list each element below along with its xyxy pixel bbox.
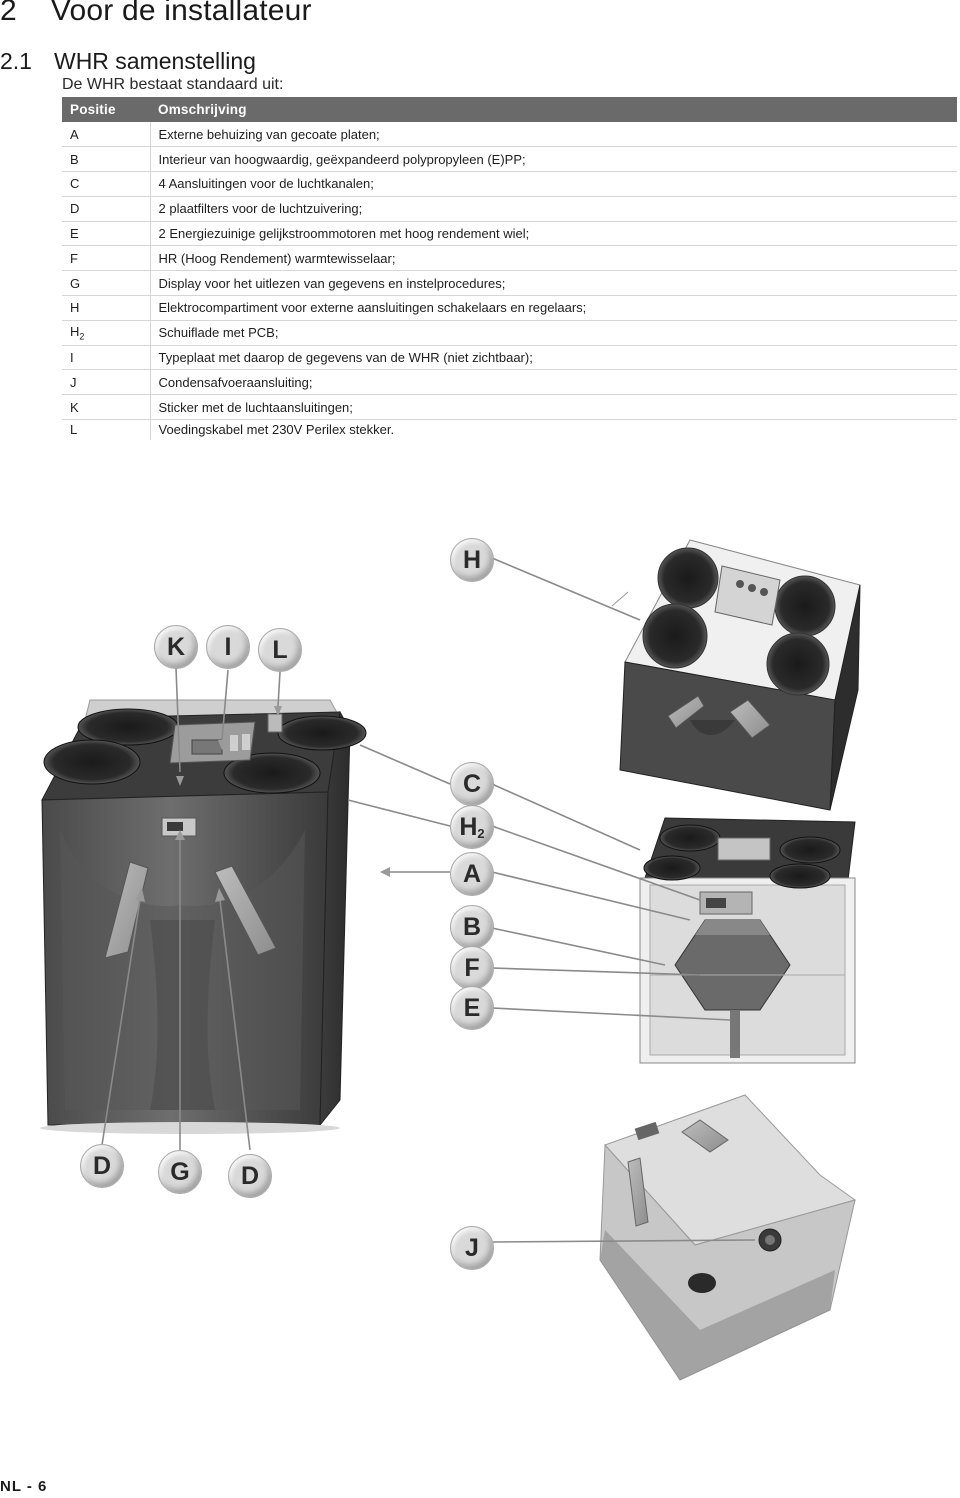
table-row: L Voedingskabel met 230V Perilex stekker. bbox=[62, 419, 957, 440]
callout-H2-letter: H bbox=[459, 812, 478, 841]
table-header-row: Positie Omschrijving bbox=[62, 97, 957, 122]
position-cell: G bbox=[62, 270, 151, 297]
position-letter: H bbox=[70, 323, 80, 339]
description-cell: 2 Energiezuinige gelijkstroommotoren met… bbox=[150, 221, 957, 247]
description-cell: Condensafvoeraansluiting; bbox=[150, 369, 957, 396]
position-cell: C bbox=[62, 171, 151, 197]
description-cell: 2 plaatfilters voor de luchtzuivering; bbox=[150, 196, 957, 222]
description-cell: Externe behuizing van gecoate platen; bbox=[150, 122, 957, 148]
page-footer: NL - 6 bbox=[0, 1478, 48, 1495]
position-cell: I bbox=[62, 345, 151, 371]
position-cell: D bbox=[62, 196, 151, 222]
main-unit bbox=[40, 699, 367, 1134]
position-cell: H bbox=[62, 295, 151, 321]
callout-K: K bbox=[154, 625, 198, 669]
description-cell: Display voor het uitlezen van gegevens e… bbox=[150, 270, 957, 297]
callout-H2-subscript: 2 bbox=[477, 825, 485, 841]
section-title: WHR samenstelling bbox=[53, 48, 256, 74]
callout-F: F bbox=[450, 946, 494, 990]
position-cell: A bbox=[62, 122, 151, 148]
chapter-number: 2 bbox=[0, 0, 17, 27]
position-cell: K bbox=[62, 394, 151, 421]
callout-J: J bbox=[450, 1226, 494, 1270]
top-view-unit bbox=[611, 539, 861, 811]
bottom-view-unit bbox=[599, 1094, 857, 1381]
description-cell: 4 Aansluitingen voor de luchtkanalen; bbox=[150, 171, 957, 197]
callout-D-left: D bbox=[80, 1144, 124, 1188]
description-cell: Interieur van hoogwaardig, geëxpandeerd … bbox=[150, 146, 957, 173]
callout-G: G bbox=[158, 1150, 202, 1194]
column-header-description: Omschrijving bbox=[150, 97, 957, 122]
callout-H: H bbox=[450, 538, 494, 582]
chapter-heading: 2 Voor de installateur bbox=[0, 0, 312, 28]
leader-lines bbox=[101, 557, 756, 1243]
section-heading: 2.1 WHR samenstelling bbox=[0, 48, 256, 75]
description-cell: Voedingskabel met 230V Perilex stekker. bbox=[158, 422, 395, 438]
description-cell: HR (Hoog Rendement) warmtewisselaar; bbox=[150, 245, 957, 272]
callout-L: L bbox=[258, 628, 302, 672]
position-cell: L bbox=[62, 419, 151, 440]
description-cell: Typeplaat met daarop de gegevens van de … bbox=[150, 345, 957, 371]
callout-I: I bbox=[206, 625, 250, 669]
intro-text: De WHR bestaat standaard uit: bbox=[62, 76, 284, 93]
position-cell: E bbox=[62, 221, 151, 247]
callout-B: B bbox=[450, 905, 494, 949]
callout-E: E bbox=[450, 986, 494, 1030]
column-header-position: Positie bbox=[62, 97, 150, 122]
description-cell: Sticker met de luchtaansluitingen; bbox=[150, 394, 957, 421]
position-cell: B bbox=[62, 146, 151, 173]
section-number: 2.1 bbox=[0, 48, 32, 74]
callout-D-right: D bbox=[228, 1154, 272, 1198]
position-subscript: 2 bbox=[79, 331, 85, 342]
description-cell: Elektrocompartiment voor externe aanslui… bbox=[150, 295, 957, 321]
callout-C: C bbox=[450, 762, 494, 806]
position-cell: J bbox=[62, 369, 151, 396]
position-cell: H2 bbox=[62, 320, 151, 346]
unit-drawing bbox=[40, 539, 861, 1381]
callout-A: A bbox=[450, 852, 494, 896]
open-unit bbox=[639, 817, 856, 1064]
chapter-title: Voor de installateur bbox=[50, 0, 312, 27]
position-cell: F bbox=[62, 245, 151, 272]
description-cell: Schuiflade met PCB; bbox=[150, 320, 957, 346]
